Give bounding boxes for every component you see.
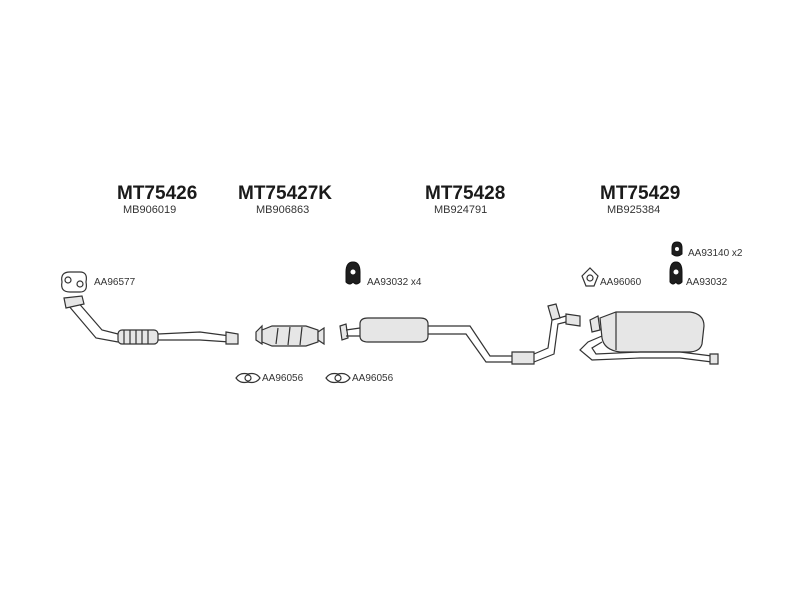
label-clamp-rear: AA93140 x2 (688, 248, 743, 259)
clamp-icon-rear (671, 241, 683, 257)
label-hanger-rear: AA93032 (686, 277, 728, 288)
intermediate-pipe-drawing (339, 303, 581, 365)
part-ref-mb925384: MB925384 (607, 204, 661, 216)
label-gasket-cat-left: AA96056 (262, 373, 304, 384)
part-code-mt75426: MT75426 (117, 183, 198, 204)
part-code-mt75429: MT75429 (600, 183, 681, 204)
rear-silencer-drawing (579, 311, 719, 365)
front-pipe-drawing (63, 295, 239, 345)
part-code-mt75427k: MT75427K (238, 183, 332, 204)
part-ref-mb924791: MB924791 (434, 204, 488, 216)
label-hanger-mid: AA93032 x4 (367, 277, 422, 288)
part-ref-mb906863: MB906863 (256, 204, 310, 216)
gasket-icon-cat-right (325, 372, 351, 384)
part-ref-mb906019: MB906019 (123, 204, 177, 216)
gasket-icon-front (61, 271, 87, 293)
catalytic-converter-drawing (255, 324, 325, 347)
gasket-icon-cat-left (235, 372, 261, 384)
label-gasket-front: AA96577 (94, 277, 136, 288)
gasket-icon-rear (581, 267, 599, 287)
label-gasket-cat-right: AA96056 (352, 373, 394, 384)
rubber-hanger-icon-mid (345, 261, 361, 285)
label-gasket-rear: AA96060 (600, 277, 642, 288)
part-code-mt75428: MT75428 (425, 183, 506, 204)
rubber-hanger-icon-rear (669, 261, 683, 285)
